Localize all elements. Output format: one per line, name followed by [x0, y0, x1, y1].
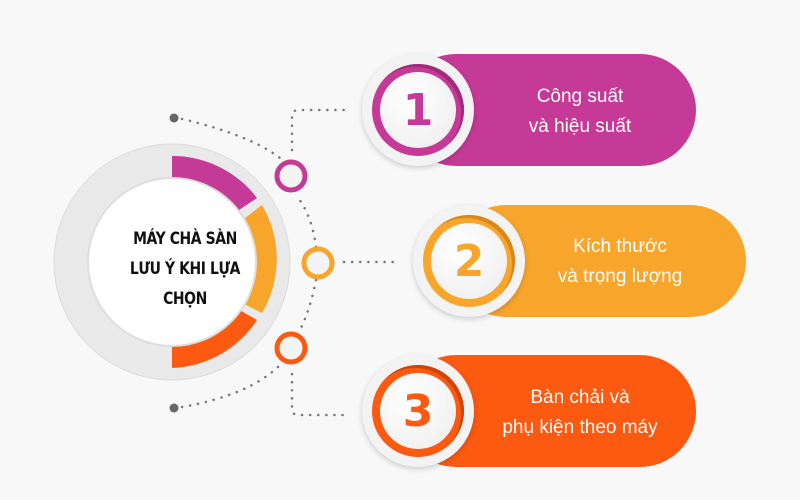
item-3-line2: phụ kiện theo máy: [502, 417, 658, 438]
connector-dot-top: [169, 113, 179, 123]
item-1-line2: và hiệu suất: [528, 116, 632, 137]
item-3-number: 3: [380, 373, 456, 449]
item-3-line1: Bàn chải và: [530, 387, 630, 408]
item-2-line2: và trọng lượng: [557, 266, 683, 287]
center-title: MÁY CHÀ SÀN LƯU Ý KHI LỰA CHỌN: [115, 224, 254, 314]
item-1-badge: 1: [362, 54, 474, 166]
item-1-text: Công suất và hiệu suất: [480, 82, 680, 142]
item-1-line1: Công suất: [536, 86, 624, 107]
item-2-line1: Kích thước: [573, 236, 667, 257]
arc-segment-3: [172, 308, 257, 368]
item-1-number: 1: [380, 72, 456, 148]
connector-dot-bottom: [169, 403, 179, 413]
item-2-badge: 2: [413, 205, 525, 317]
small-ring-1: [274, 159, 308, 193]
center-title-line1: MÁY CHÀ SÀN: [133, 229, 237, 249]
arc-segment-1: [172, 155, 257, 212]
item-2-number: 2: [431, 223, 507, 299]
item-2-text: Kích thước và trọng lượng: [520, 232, 720, 292]
center-title-line2: LƯU Ý KHI LỰA CHỌN: [129, 259, 241, 309]
center-inner-disc: [87, 177, 257, 347]
small-ring-3: [274, 331, 308, 365]
item-3-badge: 3: [362, 355, 474, 467]
small-ring-2: [301, 246, 335, 280]
item-3-text: Bàn chải và phụ kiện theo máy: [480, 383, 680, 443]
